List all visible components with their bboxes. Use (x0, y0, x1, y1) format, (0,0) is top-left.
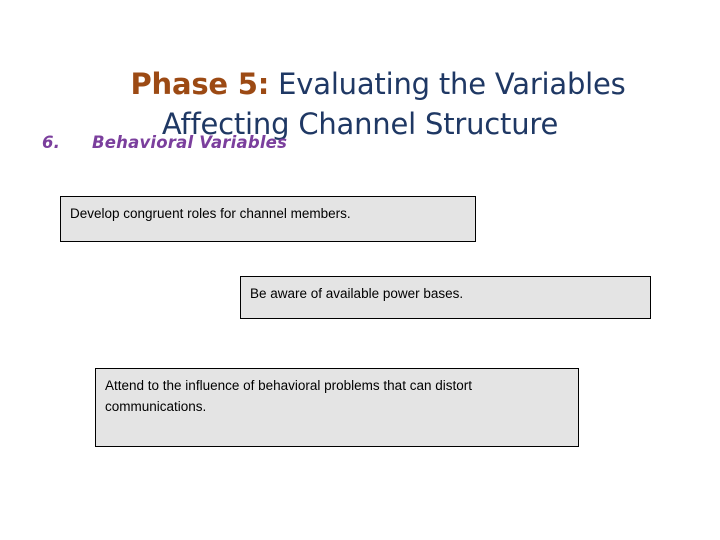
subheading-number: 6. (42, 133, 61, 152)
subheading-label: Behavioral Variables (92, 133, 288, 152)
page-title: Phase 5: Evaluating the Variables Affect… (36, 24, 684, 184)
callout-text: Be aware of available power bases. (250, 286, 464, 301)
callout-text: Develop congruent roles for channel memb… (70, 206, 351, 221)
title-phase-label: Phase 5: (130, 67, 270, 102)
callout-text: Attend to the influence of behavioral pr… (105, 378, 476, 414)
subheading-behavioral-variables: 6. Behavioral Variables (42, 133, 287, 152)
callout-box: Be aware of available power bases. (240, 276, 651, 319)
callout-box: Develop congruent roles for channel memb… (60, 196, 476, 242)
callout-box: Attend to the influence of behavioral pr… (95, 368, 579, 447)
title-main-text: Evaluating the Variables Affecting Chann… (161, 67, 635, 142)
